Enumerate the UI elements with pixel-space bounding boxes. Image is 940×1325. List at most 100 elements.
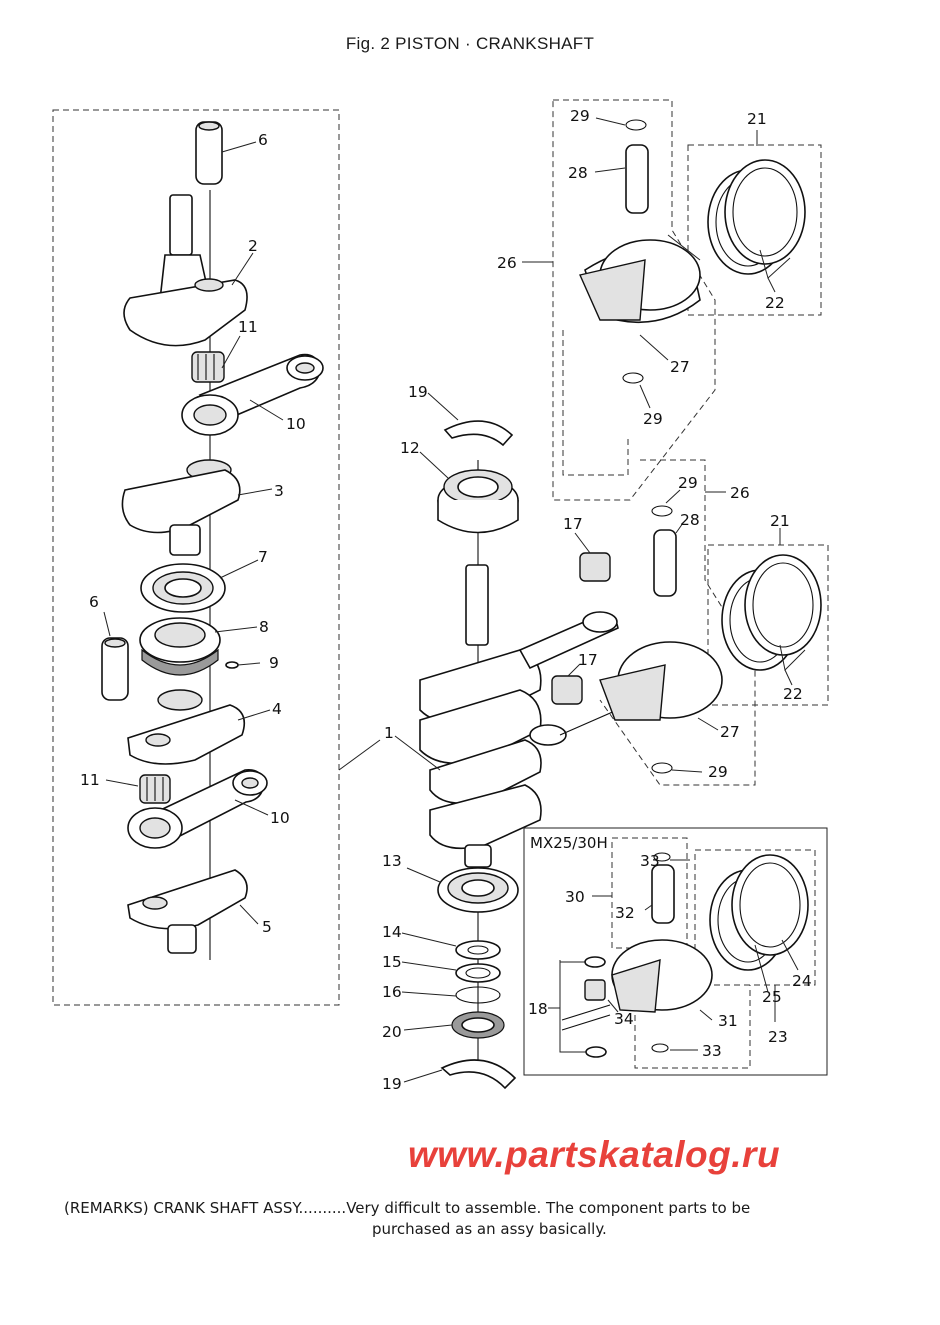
piston-group-upper-frame: [552, 99, 822, 501]
callout-28-a: 28: [568, 164, 588, 182]
callout-1: 1: [384, 724, 394, 742]
callout-9: 9: [269, 654, 279, 672]
oil-seal-20: [451, 1011, 505, 1039]
callout-24: 24: [792, 972, 812, 990]
callout-28-b: 28: [680, 511, 700, 529]
callout-11-bottom: 11: [80, 771, 100, 789]
callout-17-upper: 17: [563, 515, 583, 533]
callout-26-a: 26: [497, 254, 517, 272]
callout-27-b: 27: [720, 723, 740, 741]
callout-3: 3: [274, 482, 284, 500]
callout-22-b: 22: [783, 685, 803, 703]
callout-8: 8: [259, 618, 269, 636]
remarks-note: (REMARKS) CRANK SHAFT ASSY..........Very…: [64, 1198, 924, 1240]
callout-17-lower: 17: [578, 651, 598, 669]
needle-bearing-11-top: [191, 351, 225, 383]
connecting-rod-upper-center: [518, 611, 619, 670]
needle-bearing-17-upper: [579, 552, 611, 582]
watermark[interactable]: www.partskatalog.ru: [408, 1134, 781, 1175]
crankshaft-assembly-1: [419, 564, 542, 868]
piston-group-lower-frame: [599, 459, 829, 786]
callout-33-bottom: 33: [702, 1042, 722, 1060]
callout-25: 25: [762, 988, 782, 1006]
callout-6-top: 6: [258, 131, 268, 149]
piston-rings-22-a: [707, 159, 806, 275]
callout-30: 30: [565, 888, 585, 906]
crank-web-3: [121, 459, 241, 556]
callout-23: 23: [768, 1028, 788, 1046]
key-pin-9: [225, 661, 239, 669]
callout-10-bottom: 10: [270, 809, 290, 827]
crank-web-5: [127, 869, 248, 954]
callout-10-top: 10: [286, 415, 306, 433]
callout-21-b: 21: [770, 512, 790, 530]
callout-29-b: 29: [643, 410, 663, 428]
circlip-29-a: [625, 119, 647, 131]
leader-lines: [103, 117, 806, 1083]
piston-31: [611, 939, 713, 1013]
remarks-line-1: (REMARKS) CRANK SHAFT ASSY..........Very…: [64, 1199, 751, 1217]
callout-14: 14: [382, 923, 402, 941]
crank-web-4: [127, 689, 246, 765]
thrust-ring-19-bottom: [440, 1059, 517, 1090]
callout-16: 16: [382, 983, 402, 1001]
inset-label: MX25/30H: [530, 834, 608, 852]
ball-bearing-13: [437, 867, 519, 913]
circlip-33-bottom: [651, 1043, 669, 1053]
crank-web-2: [123, 194, 248, 347]
ball-bearing-7: [140, 563, 226, 613]
remarks-line-2: purchased as an assy basically.: [372, 1220, 607, 1238]
callout-31: 31: [718, 1012, 738, 1030]
callout-18: 18: [528, 1000, 548, 1018]
crankshaft-assembly-frame: [52, 109, 381, 1006]
callout-34: 34: [614, 1010, 634, 1028]
callout-32: 32: [615, 904, 635, 922]
washer-14: [455, 940, 501, 960]
circlip-16: [455, 986, 501, 1004]
callout-20: 20: [382, 1023, 402, 1041]
washer-15: [455, 963, 501, 983]
callout-4: 4: [272, 700, 282, 718]
piston-rings-22-b: [721, 554, 822, 671]
callout-7: 7: [258, 548, 268, 566]
needle-bearing-17-lower: [551, 675, 583, 705]
crank-gear-8: [139, 617, 221, 676]
piston-27-a: [579, 239, 701, 324]
callout-2: 2: [248, 237, 258, 255]
callout-21-a: 21: [747, 110, 767, 128]
callout-26-b: 26: [730, 484, 750, 502]
circlip-29-c: [651, 505, 673, 517]
piston-pin-28-b: [653, 529, 677, 597]
callout-27-a: 27: [670, 358, 690, 376]
piston-pin-32: [651, 864, 675, 924]
ball-bearing-12: [437, 469, 519, 534]
callout-29-d: 29: [708, 763, 728, 781]
small-end-kit-18: [559, 956, 611, 1058]
circlip-29-d: [651, 762, 673, 774]
callout-19-bottom: 19: [382, 1075, 402, 1093]
connecting-rod-10-top: [181, 353, 324, 436]
callout-labels: 6 2 11 10 3 7 8 9 6 4 11 10 5 1 19 12 17…: [80, 107, 812, 1093]
callout-15: 15: [382, 953, 402, 971]
callout-13: 13: [382, 852, 402, 870]
circlip-33-top: [653, 852, 671, 862]
crank-pin-6-lower: [101, 637, 129, 701]
callout-6-lower: 6: [89, 593, 99, 611]
piston-rings-24-25: [709, 854, 809, 971]
callout-22-a: 22: [765, 294, 785, 312]
thrust-ring-19-top: [443, 420, 514, 447]
circlip-29-b: [622, 372, 644, 384]
callout-12: 12: [400, 439, 420, 457]
callout-29-a: 29: [570, 107, 590, 125]
callout-29-c: 29: [678, 474, 698, 492]
piston-27-b: [599, 641, 723, 721]
callout-19-top: 19: [408, 383, 428, 401]
piston-pin-28-a: [625, 144, 649, 214]
crank-pin-6-top: [195, 121, 223, 185]
needle-bearing-11-bottom: [139, 774, 171, 804]
callout-11-top: 11: [238, 318, 258, 336]
figure-title: Fig. 2 PISTON · CRANKSHAFT: [345, 34, 595, 53]
connecting-rod-10-bottom: [127, 768, 268, 849]
callout-33-top: 33: [640, 852, 660, 870]
